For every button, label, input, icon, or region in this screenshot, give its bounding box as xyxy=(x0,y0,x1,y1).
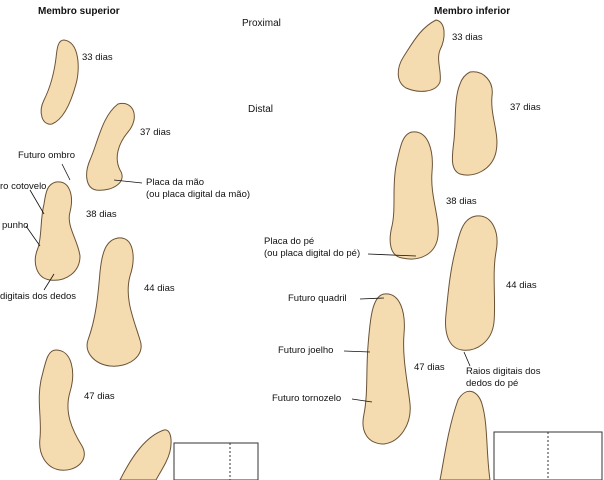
lower-age-33: 33 dias xyxy=(452,32,483,43)
leader-hip xyxy=(359,297,385,300)
upper-age-33: 33 dias xyxy=(82,52,113,63)
proximal-label: Proximal xyxy=(242,18,281,29)
lower-age-38: 38 dias xyxy=(446,196,477,207)
leader-wrist xyxy=(25,225,41,247)
elbow-label: ro cotovelo xyxy=(0,181,47,192)
wrist-label: punho xyxy=(2,220,29,231)
knee-label: Futuro joelho xyxy=(278,345,334,356)
upper-limb-47d xyxy=(38,349,85,471)
leader-toe-rays xyxy=(463,351,471,367)
upper-limb-33d xyxy=(40,39,79,125)
upper-limb-partial xyxy=(119,429,172,480)
leader-knee xyxy=(343,350,371,353)
lower-limb-37d xyxy=(451,71,498,176)
upper-age-44: 44 dias xyxy=(144,283,175,294)
lower-limb-44d xyxy=(445,215,498,351)
hand-plate-label: Placa da mão xyxy=(146,177,205,188)
upper-age-47: 47 dias xyxy=(84,391,115,402)
toe-rays-label: Raios digitais dos xyxy=(466,366,541,377)
upper-limb-44d xyxy=(86,237,142,367)
lower-limb-title: Membro inferior xyxy=(434,6,511,17)
upper-age-38: 38 dias xyxy=(86,209,117,220)
upper-age-37: 37 dias xyxy=(140,127,171,138)
ankle-label: Futuro tornozelo xyxy=(272,393,342,404)
hand-plate-sublabel: (ou placa digital da mão) xyxy=(146,189,251,200)
foot-plate-label: Placa do pé xyxy=(264,236,315,247)
foot-plate-sublabel: (ou placa digital do pé) xyxy=(264,248,361,259)
toe-rays-sublabel: dedos do pé xyxy=(466,378,519,389)
leader-shoulder xyxy=(61,163,71,181)
leader-hand-plate xyxy=(113,179,143,184)
upper-inset-box xyxy=(173,442,259,480)
lower-age-37: 37 dias xyxy=(510,102,541,113)
lower-limb-38d xyxy=(389,131,439,260)
lower-limb-33d xyxy=(397,19,445,92)
leader-finger-rays xyxy=(43,273,55,291)
leader-ankle xyxy=(351,398,373,403)
hip-label: Futuro quadril xyxy=(288,293,347,304)
upper-limb-title: Membro superior xyxy=(38,6,120,17)
lower-age-47: 47 dias xyxy=(414,362,445,373)
distal-label: Distal xyxy=(248,104,274,115)
lower-limb-47d xyxy=(362,293,411,445)
leader-elbow xyxy=(29,189,45,215)
upper-limb-38d xyxy=(34,181,81,281)
lower-age-44: 44 dias xyxy=(506,280,537,291)
leader-foot-plate xyxy=(367,253,417,257)
upper-limb-37d xyxy=(86,102,135,191)
lower-limb-partial xyxy=(439,390,491,480)
finger-rays-label: digitais dos dedos xyxy=(0,291,77,302)
shoulder-label: Futuro ombro xyxy=(18,150,76,161)
